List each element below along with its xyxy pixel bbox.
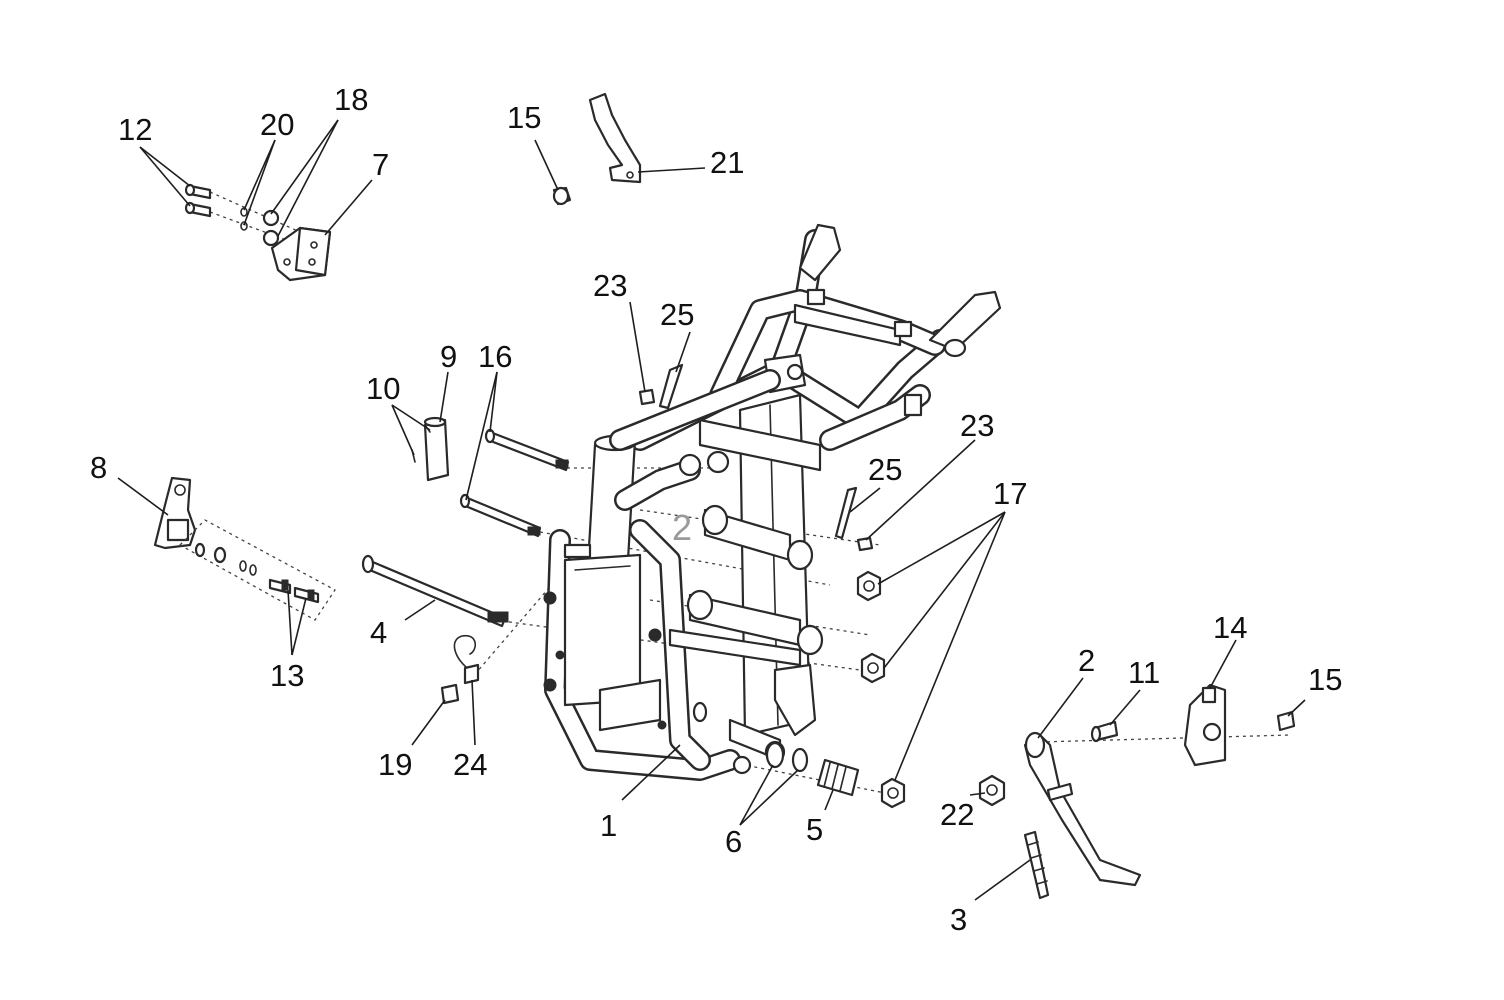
callout-23-upper: 23 xyxy=(593,268,627,303)
callout-21: 21 xyxy=(710,145,744,180)
main-frame: 2 xyxy=(469,223,1002,796)
callout-22: 22 xyxy=(940,797,974,832)
callout-8: 8 xyxy=(90,450,107,485)
side-stand-assembly xyxy=(978,683,1296,900)
callout-12: 12 xyxy=(118,112,152,147)
callout-15-right: 15 xyxy=(1308,662,1342,697)
callout-20: 20 xyxy=(260,107,294,142)
callout-5: 5 xyxy=(806,812,823,847)
side-bracket-8-assembly xyxy=(153,476,336,621)
callout-24: 24 xyxy=(453,747,487,782)
bracket-21-and-nut-15 xyxy=(552,92,642,206)
clip-24-and-bolt-19 xyxy=(440,634,480,705)
callout-3: 3 xyxy=(950,902,967,937)
callout-18: 18 xyxy=(334,82,368,117)
callout-23-lower: 23 xyxy=(960,408,994,443)
frame-mark-label: 2 xyxy=(672,507,692,548)
callout-4: 4 xyxy=(370,615,387,650)
callout-2: 2 xyxy=(1078,643,1095,678)
callout-16: 16 xyxy=(478,339,512,374)
callout-14: 14 xyxy=(1213,610,1247,645)
callout-labels: 12 20 18 7 15 21 23 25 9 16 10 8 23 25 1… xyxy=(90,82,1342,937)
bolt-23-and-pin-25-upper xyxy=(638,363,874,552)
washers-6-and-spacer-5 xyxy=(765,741,860,797)
callout-19: 19 xyxy=(378,747,412,782)
long-bolt-4 xyxy=(361,554,509,628)
callout-6: 6 xyxy=(725,824,742,859)
upper-bracket-assembly xyxy=(184,183,332,282)
callout-1: 1 xyxy=(600,808,617,843)
callout-15-top: 15 xyxy=(507,100,541,135)
callout-13: 13 xyxy=(270,658,304,693)
callout-9: 9 xyxy=(440,339,457,374)
callout-25-upper: 25 xyxy=(660,297,694,332)
callout-11: 11 xyxy=(1128,655,1160,690)
leader-lines xyxy=(117,119,1306,901)
callout-17: 17 xyxy=(993,476,1027,511)
callout-7: 7 xyxy=(372,147,389,182)
callout-25-lower: 25 xyxy=(868,452,902,487)
callout-10: 10 xyxy=(366,371,400,406)
nuts-17 xyxy=(856,570,906,809)
bolt-16-and-sleeve-9 xyxy=(411,416,570,538)
